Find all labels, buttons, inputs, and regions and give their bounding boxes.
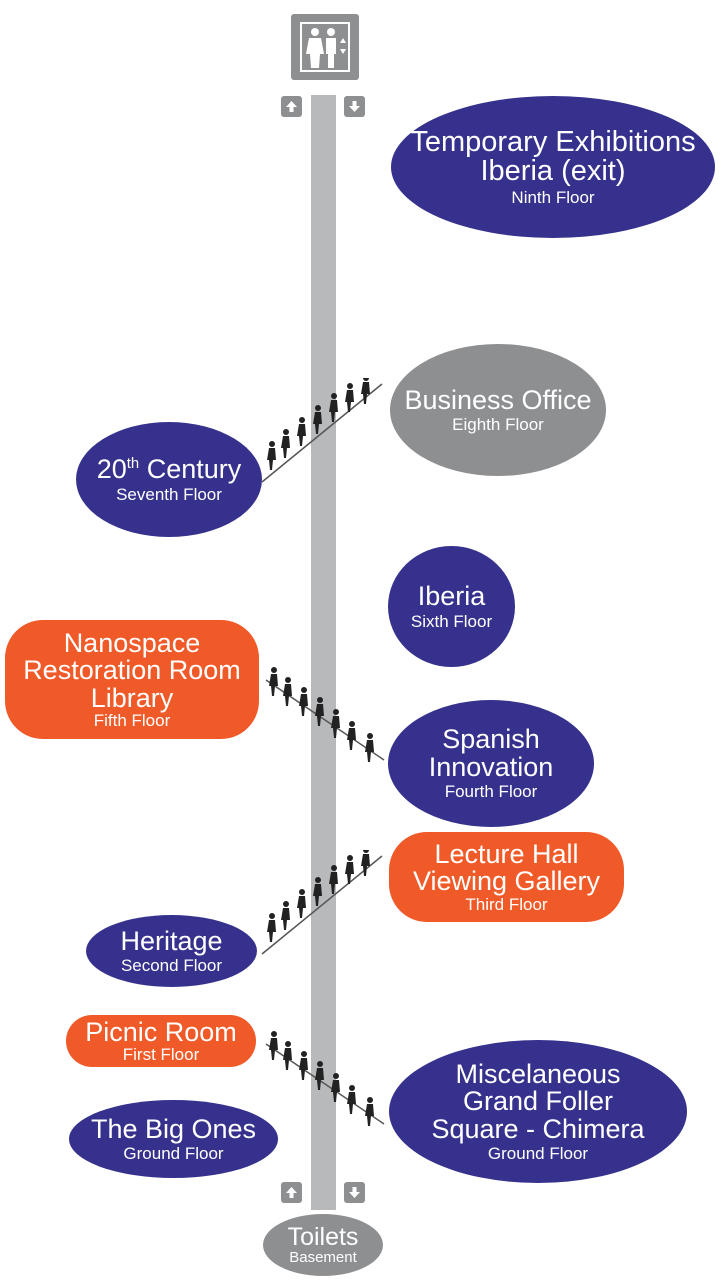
elevator-shaft xyxy=(311,95,336,1210)
floor-node-first[interactable]: Picnic Room First Floor xyxy=(66,1015,256,1067)
floor-name: Iberia xyxy=(417,581,486,612)
up-arrow-icon[interactable] xyxy=(281,96,302,117)
floor-name: Business Office xyxy=(404,384,592,415)
floor-label: Fourth Floor xyxy=(444,782,538,802)
floor-label: Eighth Floor xyxy=(452,415,544,435)
up-arrow-icon[interactable] xyxy=(281,1182,302,1203)
floor-label: Fifth Floor xyxy=(93,711,171,731)
floor-name: Picnic Room xyxy=(85,1016,237,1047)
down-arrow-icon[interactable] xyxy=(344,96,365,117)
floor-node-second[interactable]: Heritage Second Floor xyxy=(86,915,257,987)
floor-node-ninth[interactable]: Temporary Exhibitions Iberia (exit) Nint… xyxy=(391,96,715,238)
floor-name: The Big Ones xyxy=(90,1113,257,1144)
floor-name: Spanish Innovation xyxy=(428,724,554,782)
floor-name: 20th Century xyxy=(96,454,242,485)
stairs-icon xyxy=(265,1031,385,1126)
down-arrow-icon[interactable] xyxy=(344,1182,365,1203)
floor-node-ground-left[interactable]: The Big Ones Ground Floor xyxy=(69,1100,278,1178)
floor-node-ground-right[interactable]: Miscelaneous Grand Foller Square - Chime… xyxy=(389,1040,687,1183)
floor-label: Ninth Floor xyxy=(511,187,595,207)
floor-label: Third Floor xyxy=(465,894,548,914)
stairs-icon xyxy=(265,667,385,762)
floor-node-fifth[interactable]: Nanospace Restoration Room Library Fifth… xyxy=(5,620,259,739)
floor-name: Miscelaneous Grand Foller Square - Chime… xyxy=(431,1058,645,1144)
floor-label: First Floor xyxy=(122,1045,200,1065)
stairs-icon xyxy=(261,378,383,483)
floor-node-sixth[interactable]: Iberia Sixth Floor xyxy=(388,546,515,667)
floor-node-basement[interactable]: Toilets Basement xyxy=(263,1214,383,1276)
floor-node-fourth[interactable]: Spanish Innovation Fourth Floor xyxy=(388,700,594,827)
floor-label: Ground Floor xyxy=(487,1144,589,1164)
elevator-icon xyxy=(291,14,359,80)
floor-name: Nanospace Restoration Room Library xyxy=(23,627,241,713)
floor-name: Lecture Hall Viewing Gallery xyxy=(412,838,601,897)
floor-label: Second Floor xyxy=(120,956,223,976)
floor-name: Toilets xyxy=(287,1222,359,1251)
floor-node-third[interactable]: Lecture Hall Viewing Gallery Third Floor xyxy=(389,832,624,922)
floor-node-eighth[interactable]: Business Office Eighth Floor xyxy=(390,344,606,476)
floor-label: Sixth Floor xyxy=(410,611,493,631)
floor-name: Heritage xyxy=(120,925,223,956)
floor-node-seventh[interactable]: 20th Century Seventh Floor xyxy=(76,422,262,537)
floor-name: Temporary Exhibitions Iberia (exit) xyxy=(410,125,696,188)
stairs-icon xyxy=(261,850,383,955)
floor-label: Basement xyxy=(289,1249,357,1267)
floor-label: Seventh Floor xyxy=(116,484,222,504)
floor-label: Ground Floor xyxy=(123,1144,224,1164)
